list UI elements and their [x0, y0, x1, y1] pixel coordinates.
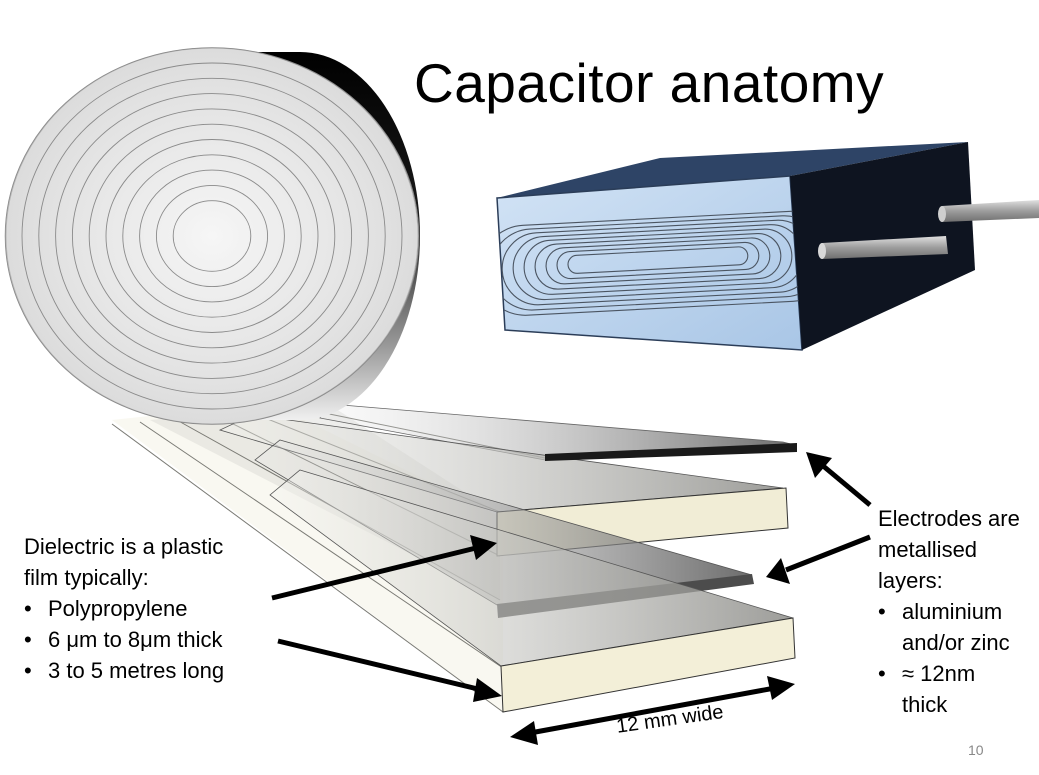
electrode-bullet-1-line-2: and/or zinc	[902, 630, 1010, 655]
capacitor-lead-pins	[818, 200, 1039, 259]
dielectric-bullet-3: • 3 to 5 metres long	[24, 655, 224, 686]
box-winding	[497, 210, 802, 316]
boxed-capacitor	[496, 142, 1039, 351]
electrode-heading-line-2: metallised	[878, 537, 978, 562]
unrolled-film	[111, 403, 797, 713]
electrode-bullet-1-line-1: aluminium	[902, 599, 1003, 624]
winding-ring	[4, 47, 420, 425]
winding-ring	[21, 62, 403, 410]
electrode-bullet-2: • ≈ 12nm thick	[878, 658, 1020, 720]
dielectric-bullet-2: • 6 μm to 8μm thick	[24, 624, 224, 655]
dielectric-note: Dielectric is a plastic film typically: …	[24, 531, 224, 686]
dielectric-bullet-text: 3 to 5 metres long	[48, 658, 225, 683]
callout-arrows	[271, 452, 872, 745]
electrode-bullet-2-line-1: ≈ 12nm	[902, 661, 976, 686]
box-winding	[545, 237, 771, 285]
box-winding	[534, 232, 782, 290]
box-winding	[567, 246, 749, 274]
winding-ring	[122, 154, 302, 318]
winding-ring	[139, 169, 285, 303]
winding-ring	[172, 200, 252, 272]
dielectric-heading-line-1: Dielectric is a plastic	[24, 534, 224, 559]
arrow-to-lower-dielectric	[277, 638, 502, 702]
bullet-dot-icon: •	[24, 596, 32, 621]
winding-ring	[71, 108, 353, 364]
dielectric-heading-line-2: film typically:	[24, 565, 149, 590]
bullet-dot-icon: •	[878, 599, 886, 624]
arrow-to-middle-electrode	[766, 534, 871, 584]
electrode-heading-line-1: Electrodes are	[878, 506, 1020, 531]
arrow-to-upper-dielectric	[271, 535, 497, 601]
box-winding	[523, 228, 793, 295]
electrode-bullet-1: • aluminium and/or zinc	[878, 596, 1020, 658]
film-roll	[4, 47, 420, 425]
page-number: 10	[968, 742, 984, 758]
top-electrode-edge	[545, 443, 797, 461]
electrode-bullet-2-line-2: thick	[902, 692, 948, 717]
width-double-arrow	[510, 676, 795, 745]
electrode-note: Electrodes are metallised layers: • alum…	[878, 503, 1020, 720]
dielectric-bullet-text: 6 μm to 8μm thick	[48, 627, 223, 652]
bullet-dot-icon: •	[24, 627, 32, 652]
bullet-dot-icon: •	[24, 658, 32, 683]
roll-end-face	[5, 47, 419, 425]
box-winding	[497, 215, 802, 311]
box-winding	[556, 241, 760, 280]
electrode-heading-line-3: layers:	[878, 568, 943, 593]
arrow-to-top-electrode	[806, 452, 872, 507]
dielectric-bullet-text: Polypropylene	[48, 596, 188, 621]
winding-ring	[105, 139, 319, 333]
capacitor-box-top	[497, 142, 968, 198]
box-winding	[512, 224, 802, 301]
box-winding	[501, 219, 802, 306]
dielectric-bullet-1: • Polypropylene	[24, 593, 224, 624]
winding-ring	[55, 93, 369, 379]
bullet-dot-icon: •	[878, 661, 886, 686]
winding-ring	[88, 123, 336, 349]
winding-ring	[155, 184, 269, 288]
slide-title: Capacitor anatomy	[414, 52, 885, 114]
winding-ring	[38, 77, 386, 395]
